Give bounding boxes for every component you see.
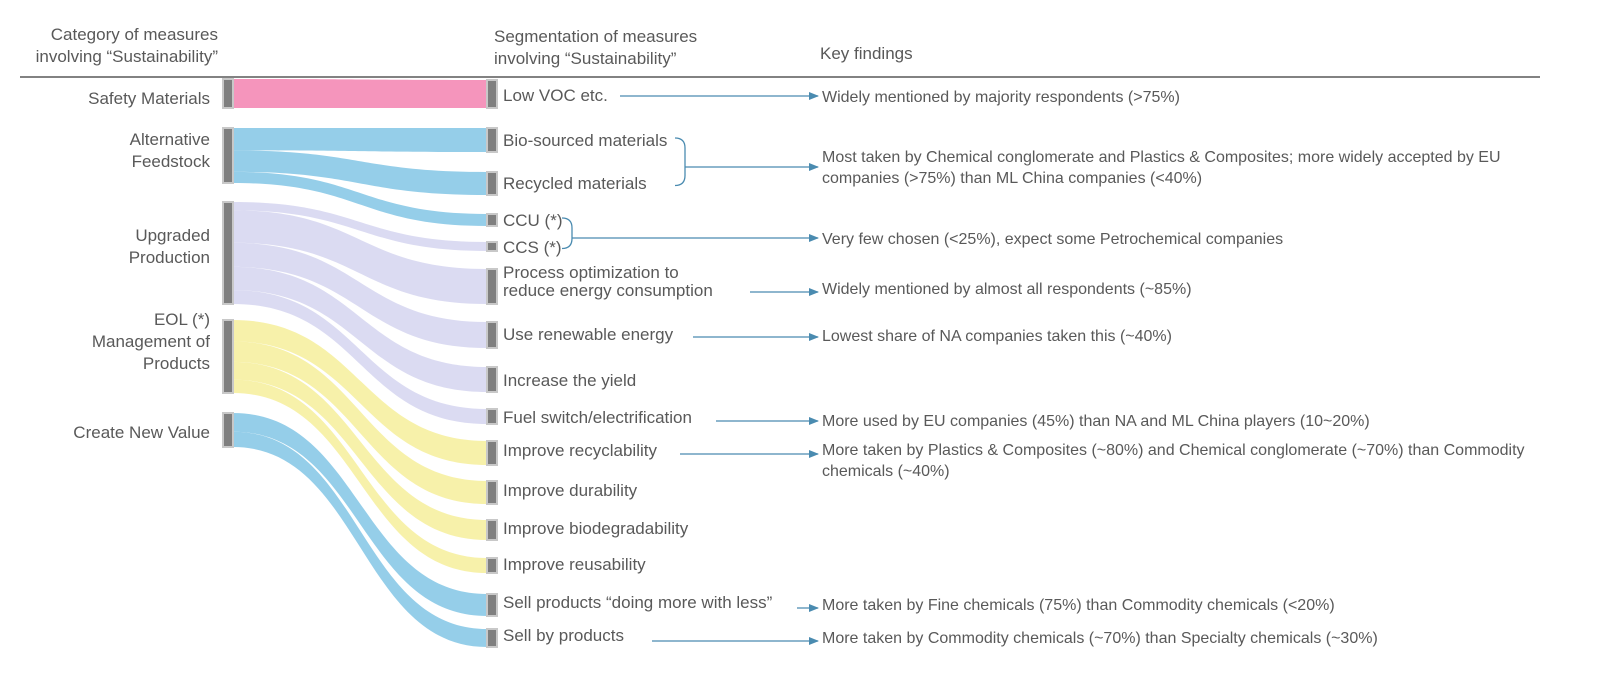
finding-text-4: Lowest share of NA companies taken this …: [822, 328, 1172, 345]
segment-label-voc: Low VOC etc.: [503, 86, 608, 105]
segment-node-ccu: [486, 213, 498, 227]
finding-text-7: More taken by Fine chemicals (75%) than …: [822, 597, 1335, 614]
finding-text-3: Widely mentioned by almost all responden…: [822, 281, 1192, 298]
segment-node-recycled: [486, 171, 498, 196]
findings-layer: Widely mentioned by majority respondents…: [561, 89, 1525, 647]
flow-eol-to-durability: [233, 341, 487, 504]
segment-node-renewable: [486, 321, 498, 349]
segment-node-biodeg: [486, 519, 498, 541]
category-header-line1: Category of measures: [51, 25, 218, 44]
segment-node-durability: [486, 480, 498, 505]
finding-text-8: More taken by Commodity chemicals (~70%)…: [822, 630, 1378, 647]
segment-node-voc: [486, 79, 498, 109]
segment-label-bio: Bio-sourced materials: [503, 131, 667, 150]
category-node-safety: [222, 78, 234, 109]
finding-bracket-1: [674, 137, 686, 187]
flow-value-to-byproducts: [233, 431, 487, 647]
flow-eol-to-recyclability: [233, 320, 487, 465]
category-header-line2: involving “Sustainability”: [36, 47, 219, 66]
category-node-production: [222, 201, 234, 305]
segment-label-process: reduce energy consumption: [503, 281, 713, 300]
segment-label-biodeg: Improve biodegradability: [503, 519, 689, 538]
segment-label-recyclability: Improve recyclability: [503, 441, 657, 460]
finding-text-6: chemicals (~40%): [822, 463, 950, 480]
flow-feedstock-to-recycled: [233, 150, 487, 195]
category-label-eol: Management of: [92, 332, 210, 351]
segment-header-line2: involving “Sustainability”: [494, 49, 677, 68]
flow-production-to-yield: [233, 266, 487, 392]
finding-text-1: Most taken by Chemical conglomerate and …: [822, 149, 1501, 166]
segment-label-reusability: Improve reusability: [503, 555, 646, 574]
category-node-feedstock: [222, 127, 234, 184]
category-label-eol: Products: [143, 354, 210, 373]
finding-text-1: companies (>75%) than ML China companies…: [822, 170, 1202, 187]
flow-safety-to-voc: [233, 79, 487, 108]
flow-eol-to-biodeg: [233, 361, 487, 540]
flow-eol-to-reusability: [233, 379, 487, 573]
finding-text-6: More taken by Plastics & Composites (~80…: [822, 442, 1525, 459]
labels-layer: Safety MaterialsAlternativeFeedstockUpgr…: [73, 86, 772, 645]
category-node-eol: [222, 319, 234, 394]
flow-value-to-more_less: [233, 413, 487, 616]
flow-feedstock-to-ccu: [233, 171, 487, 226]
segment-label-ccs: CCS (*): [503, 238, 562, 257]
flow-production-to-renewable: [233, 242, 487, 348]
segment-label-renewable: Use renewable energy: [503, 325, 674, 344]
nodes-layer: [222, 78, 498, 648]
flow-production-to-ccs: [233, 202, 487, 251]
category-label-production: Production: [129, 248, 210, 267]
finding-bracket-2: [561, 217, 573, 250]
category-label-production: Upgraded: [135, 226, 210, 245]
flow-feedstock-to-bio: [233, 128, 487, 152]
flow-production-to-fuel: [233, 290, 487, 424]
segment-node-process: [486, 268, 498, 305]
segment-node-bio: [486, 127, 498, 153]
category-label-feedstock: Alternative: [130, 130, 210, 149]
finding-text-2: Very few chosen (<25%), expect some Petr…: [822, 231, 1283, 248]
segment-node-ccs: [486, 241, 498, 252]
category-label-eol: EOL (*): [154, 310, 210, 329]
category-label-safety: Safety Materials: [88, 89, 210, 108]
findings-header: Key findings: [820, 44, 913, 63]
segment-label-yield: Increase the yield: [503, 371, 636, 390]
segment-header-line1: Segmentation of measures: [494, 27, 697, 46]
category-label-value: Create New Value: [73, 423, 210, 442]
segment-label-ccu: CCU (*): [503, 211, 563, 230]
segment-label-fuel: Fuel switch/electrification: [503, 408, 692, 427]
finding-text-0: Widely mentioned by majority respondents…: [822, 89, 1180, 106]
category-label-feedstock: Feedstock: [132, 152, 211, 171]
flows-layer: [233, 79, 487, 647]
segment-node-byproducts: [486, 628, 498, 648]
segment-node-more_less: [486, 593, 498, 617]
segment-label-byproducts: Sell by products: [503, 626, 624, 645]
category-node-value: [222, 412, 234, 448]
flow-production-to-process: [233, 210, 487, 304]
segment-label-recycled: Recycled materials: [503, 174, 647, 193]
segment-node-fuel: [486, 408, 498, 425]
segment-node-yield: [486, 366, 498, 393]
finding-text-5: More used by EU companies (45%) than NA …: [822, 413, 1370, 430]
segment-node-reusability: [486, 557, 498, 574]
segment-label-more_less: Sell products “doing more with less”: [503, 593, 773, 612]
segment-node-recyclability: [486, 440, 498, 466]
segment-label-process: Process optimization to: [503, 263, 679, 282]
segment-label-durability: Improve durability: [503, 481, 638, 500]
